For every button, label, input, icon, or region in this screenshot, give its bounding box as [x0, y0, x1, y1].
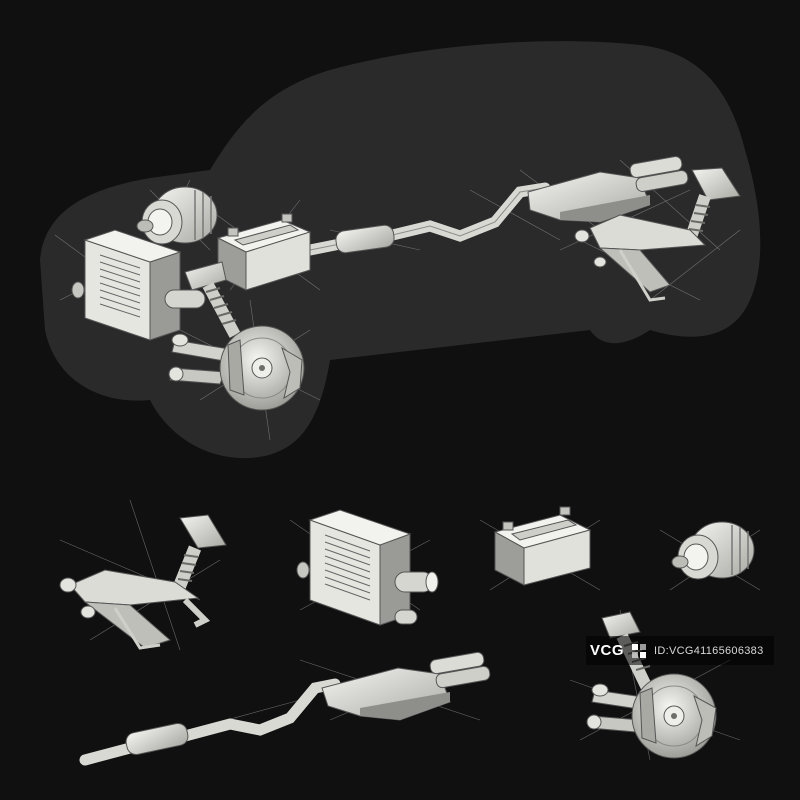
exhaust-system-part [79, 651, 491, 766]
rear-suspension-part [59, 514, 227, 650]
brake-disc-assembled [219, 325, 305, 411]
alternator-assembled [136, 186, 218, 245]
watermark-logo: VCG [590, 642, 625, 659]
battery-part [493, 506, 592, 586]
watermark-mark-icon [632, 643, 647, 658]
brake-disc-part [631, 673, 717, 759]
alternator-part [671, 521, 755, 580]
radiator-part [296, 509, 439, 626]
watermark-id: ID:VCG41165606383 [654, 644, 764, 657]
exhaust-system-assembled [304, 156, 689, 256]
front-suspension-assembled [168, 261, 241, 385]
watermark: VCG ID:VCG41165606383 [586, 636, 774, 665]
rear-suspension-assembled [574, 167, 741, 302]
radiator-assembled [71, 229, 206, 341]
